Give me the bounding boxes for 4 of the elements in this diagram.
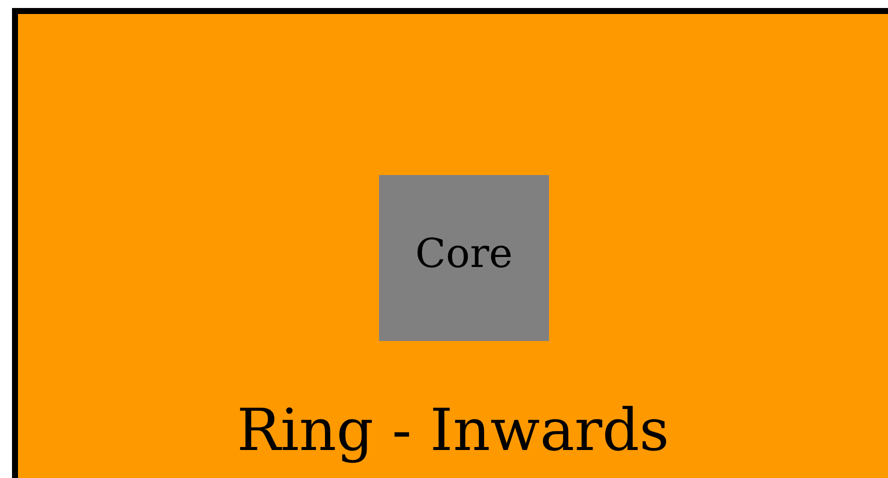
node-label: Core [414, 231, 514, 277]
node-label: Ring - Inwards [236, 396, 670, 464]
outer-region [12, 8, 888, 478]
inner-box [379, 175, 549, 341]
